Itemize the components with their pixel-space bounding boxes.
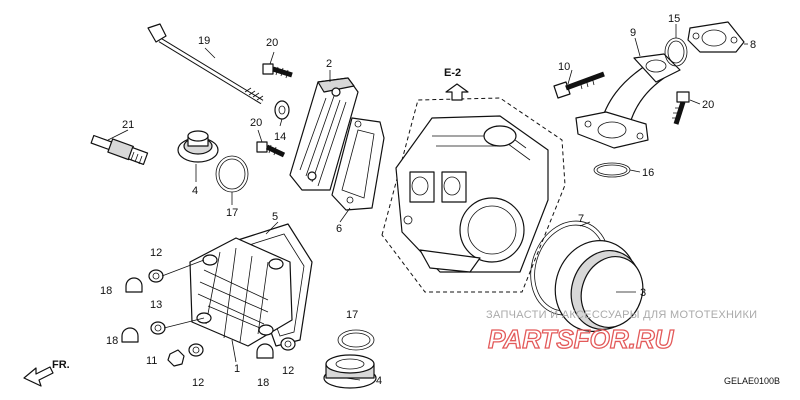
bolt-20-middle: [256, 141, 286, 158]
callout-15: 15: [668, 13, 680, 25]
o-ring-16: [593, 162, 631, 178]
cap-plug-4-upper: [177, 130, 219, 163]
cap-18-lower-left: [121, 327, 139, 343]
nut-12-upper: [148, 269, 164, 283]
callout-18-lower-left: 18: [106, 335, 118, 347]
gasket-6: [331, 117, 385, 211]
insulator-8: [687, 21, 745, 53]
callout-4-upper: 4: [192, 185, 198, 197]
side-cover-3: [554, 240, 644, 332]
cap-plug-4-lower: [323, 354, 377, 389]
washer-14: [274, 100, 290, 120]
reference-label: E-2: [444, 67, 461, 79]
front-label: FR.: [52, 359, 70, 371]
spark-plug-21: [90, 134, 149, 165]
callout-11: 11: [146, 355, 157, 367]
head-cover-1: [189, 237, 293, 347]
washer-13: [150, 321, 166, 335]
callout-7: 7: [578, 213, 584, 225]
callout-18-bottom: 18: [257, 377, 269, 389]
callout-2: 2: [326, 58, 332, 70]
callout-12-upper: 12: [150, 247, 162, 259]
callout-9: 9: [630, 27, 636, 39]
callout-8: 8: [750, 39, 756, 51]
callout-19: 19: [198, 35, 210, 47]
o-ring-15: [664, 37, 688, 67]
watermark-logo: PARTSFOR.RU: [488, 324, 675, 354]
callout-20-middle: 20: [250, 117, 262, 129]
drawing-code: GELAE0100B: [724, 376, 780, 386]
callout-labels: 19 21 4 17 20 2 20 14 6 9 15 8 10 20 16 …: [100, 13, 756, 389]
cap-18-left: [125, 277, 143, 293]
callout-18-left: 18: [100, 285, 112, 297]
nut-12-lower: [188, 343, 204, 357]
o-ring-17-upper: [215, 155, 249, 193]
callout-17-lower: 17: [346, 309, 358, 321]
tensioner-plate-2: [289, 77, 359, 191]
nut-11: [167, 349, 185, 367]
bolt-20-right: [672, 91, 690, 125]
callout-21: 21: [122, 119, 134, 131]
callout-17-upper: 17: [226, 207, 238, 219]
callout-12-lower: 12: [192, 377, 204, 389]
watermark-caption: ЗАПЧАСТИ И АКСЕССУАРЫ ДЛЯ МОТОТЕХНИКИ: [486, 309, 757, 321]
bolt-10: [553, 71, 605, 99]
callout-14: 14: [274, 131, 286, 143]
callout-4-lower: 4: [376, 375, 382, 387]
cylinder-head-reference: [381, 97, 566, 293]
front-arrow-icon: [23, 366, 54, 387]
leader-lines: [107, 24, 748, 381]
callout-6: 6: [336, 223, 342, 235]
callout-5: 5: [272, 211, 278, 223]
callout-20-upper: 20: [266, 37, 278, 49]
stud-bolt-19: [147, 23, 264, 105]
nut-12-right: [280, 337, 296, 351]
o-ring-17-lower: [337, 329, 375, 351]
callout-20-right: 20: [702, 99, 714, 111]
callout-3: 3: [640, 287, 646, 299]
callout-10: 10: [558, 61, 570, 73]
callout-16: 16: [642, 167, 654, 179]
callout-13: 13: [150, 299, 162, 311]
cap-18-bottom: [256, 343, 274, 359]
bolt-20-upper: [262, 63, 293, 79]
reference-arrow: [445, 83, 469, 101]
callout-1: 1: [234, 363, 240, 375]
intake-pipe-9: [575, 53, 681, 149]
callout-12-right: 12: [282, 365, 294, 377]
